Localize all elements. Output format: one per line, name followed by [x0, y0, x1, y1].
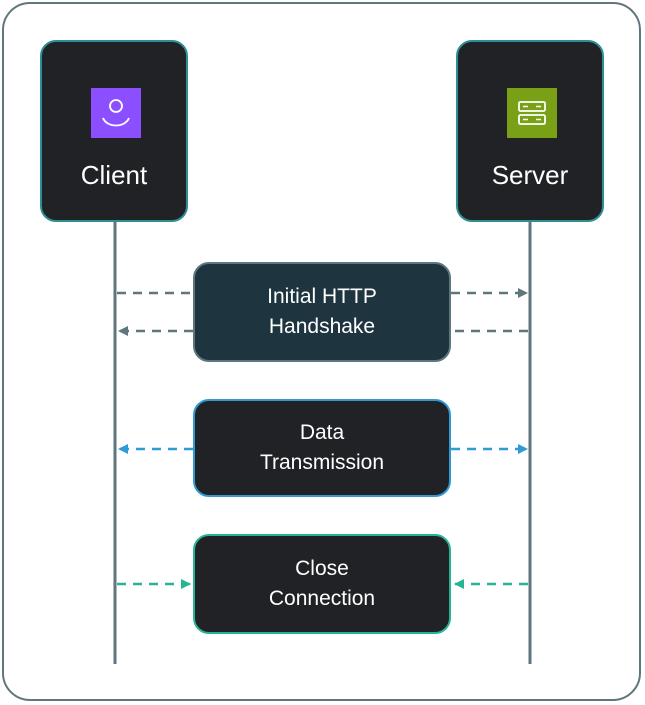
client-label: Client [80, 160, 148, 190]
handshake-step-line1: Initial HTTP [267, 285, 377, 308]
server-label: Server [491, 160, 569, 190]
client-actor: Client [40, 40, 188, 222]
server-actor: Server [456, 40, 604, 222]
close-connection-step-box: Close Connection [193, 534, 451, 634]
user-icon [91, 88, 141, 138]
data-step-line2: Transmission [259, 451, 385, 474]
close-step-line1: Close [295, 557, 349, 580]
server-icon [507, 88, 557, 138]
handshake-step-line2: Handshake [268, 315, 376, 338]
data-step-line1: Data [299, 421, 345, 444]
close-step-line2: Connection [268, 587, 376, 610]
handshake-step-box: Initial HTTP Handshake [193, 262, 451, 362]
data-transmission-step-box: Data Transmission [193, 399, 451, 497]
